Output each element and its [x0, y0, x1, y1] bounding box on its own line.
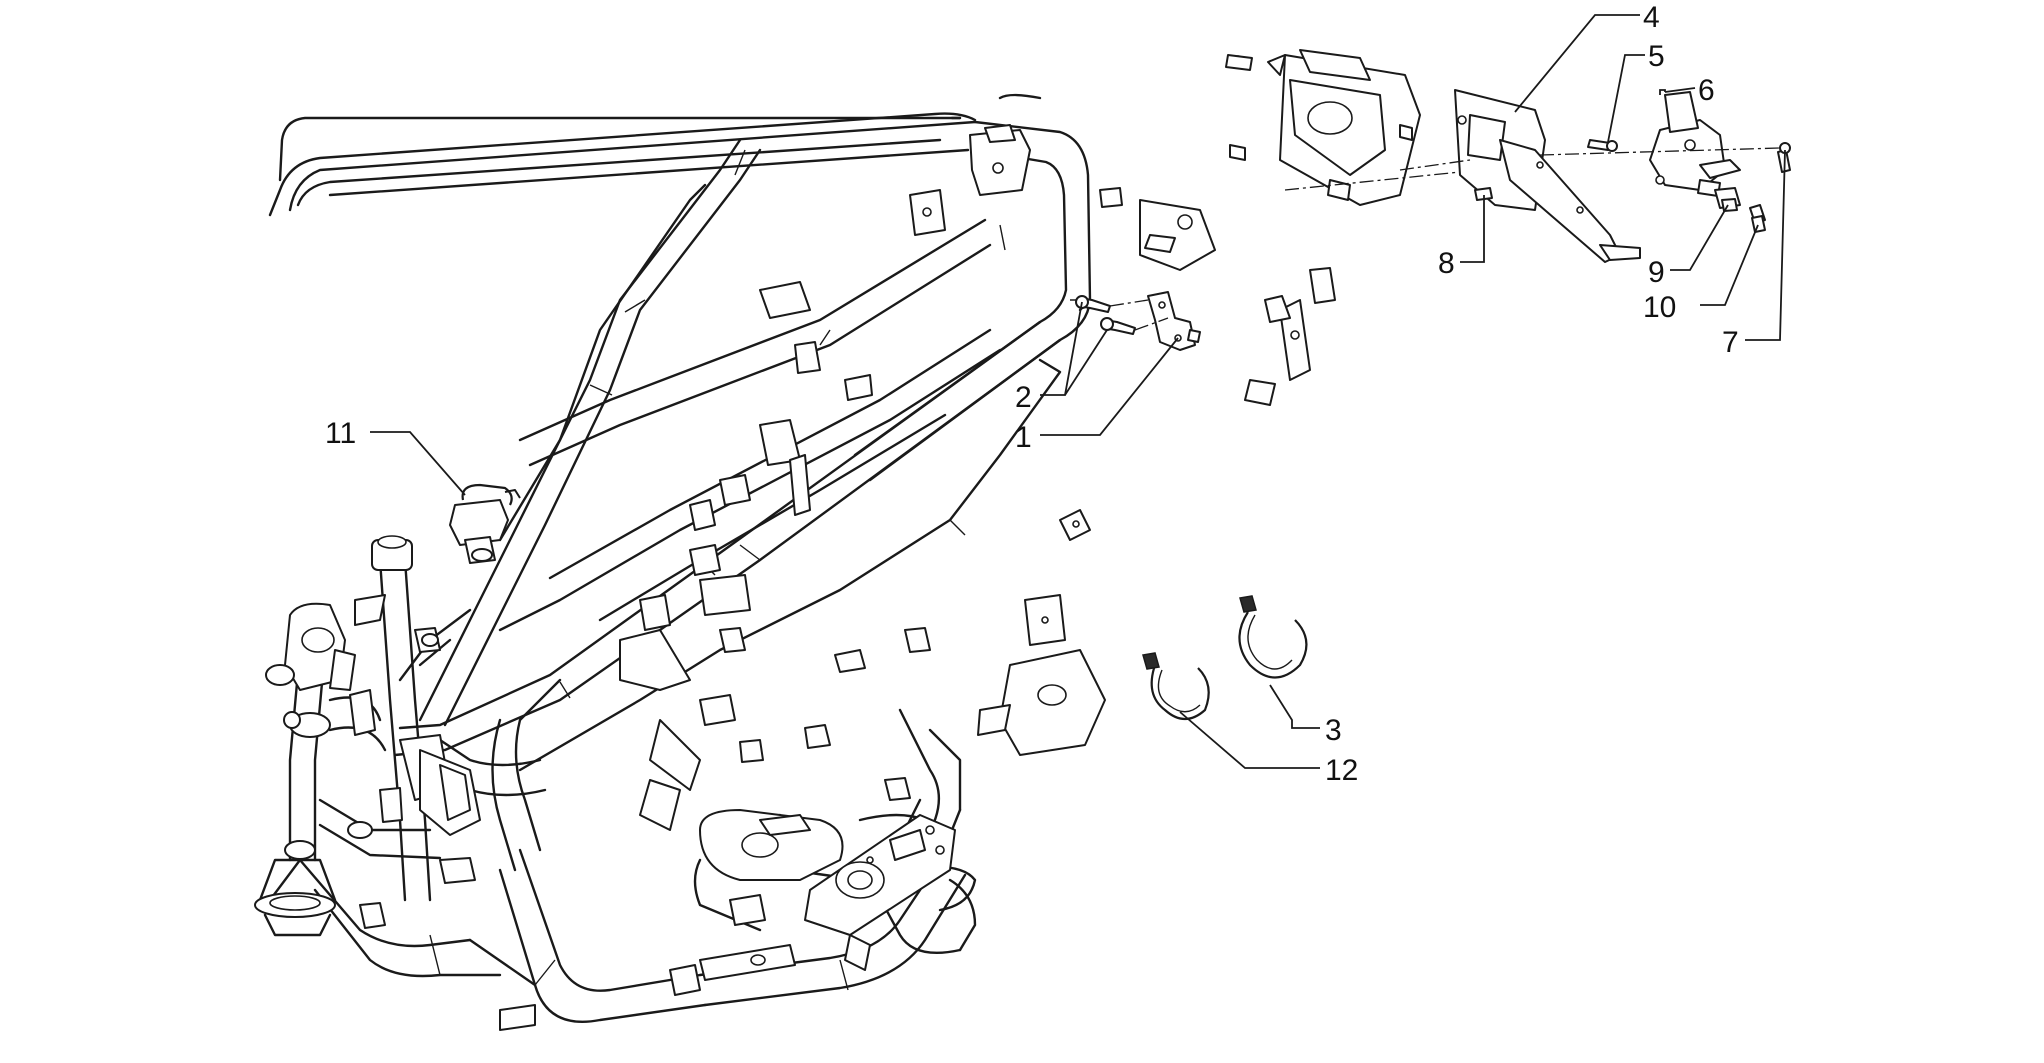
part-5-screw [1587, 139, 1618, 152]
callout-labels: 4 5 6 8 9 10 7 2 1 11 3 12 [325, 1, 1739, 787]
leader-lines [370, 14, 1786, 769]
part-12-clamp [1142, 652, 1210, 721]
callout-4: 4 [1643, 1, 1660, 34]
callout-9: 9 [1648, 256, 1665, 289]
part-11-lock [449, 483, 521, 564]
frame-brackets [265, 49, 1421, 1031]
assembly-axes [1284, 147, 1781, 191]
callout-3: 3 [1325, 714, 1342, 747]
callout-6: 6 [1698, 74, 1715, 107]
callout-10: 10 [1643, 291, 1676, 324]
part-6-switch [1649, 91, 1741, 197]
callout-11: 11 [325, 417, 356, 450]
part-10-pin [1749, 204, 1766, 233]
callout-12: 12 [1325, 754, 1358, 787]
callout-5: 5 [1648, 40, 1665, 73]
callout-2: 2 [1015, 381, 1032, 414]
callout-1: 1 [1015, 421, 1032, 454]
scooter-frame [254, 93, 1092, 1023]
part-8-nut [1474, 187, 1493, 201]
callout-8: 8 [1438, 247, 1455, 280]
part-9-nut [1714, 187, 1741, 212]
part-1-bracket [1147, 291, 1201, 351]
callout-7: 7 [1722, 326, 1739, 359]
part-4-plate [1454, 89, 1641, 263]
part-3-clamp [1238, 595, 1308, 679]
